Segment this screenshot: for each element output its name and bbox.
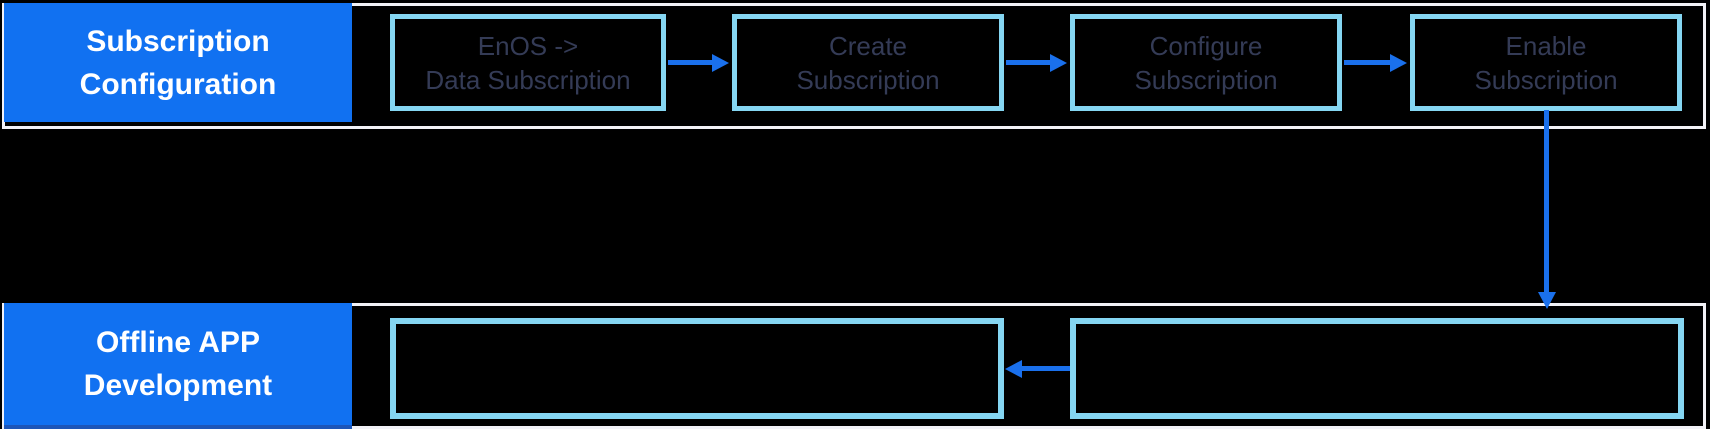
step-label-line2: Subscription — [1474, 64, 1618, 95]
step-enable-subscription: Enable Subscription — [1410, 14, 1682, 111]
step-configure-subscription: Configure Subscription — [1070, 14, 1342, 111]
lane-label-line2: Configuration — [79, 67, 277, 101]
step-label-line1: Enable — [1505, 30, 1587, 61]
lane-label-line1: Offline APP — [96, 326, 260, 359]
arrow-line — [1544, 110, 1549, 294]
arrow-line — [1022, 366, 1070, 371]
step-label-line1: EnOS -> — [477, 30, 579, 61]
step-enos-data-subscription: EnOS -> Data Subscription — [390, 14, 666, 111]
arrow-line — [1344, 60, 1392, 65]
arrow-down-icon — [1538, 292, 1556, 309]
step-offline-app-right-box — [1070, 318, 1684, 419]
step-label-line2: Data Subscription — [425, 64, 631, 95]
step-label-line1: Configure — [1149, 30, 1263, 61]
arrow-right-icon — [1390, 54, 1407, 72]
lane-subscription-configuration — [2, 3, 1706, 129]
arrow-right-icon — [712, 54, 729, 72]
lane-label-offline-app-development: Offline APP Development — [4, 303, 352, 429]
step-label-line1: Create — [828, 30, 908, 61]
step-offline-app-left-box — [390, 318, 1004, 419]
arrow-left-icon — [1005, 360, 1022, 378]
arrow-line — [668, 60, 716, 65]
lane-label-line1: Subscription — [86, 24, 270, 58]
step-label-line2: Subscription — [796, 64, 940, 95]
step-label-line2: Subscription — [1134, 64, 1278, 95]
lane-label-line2: Development — [83, 369, 273, 402]
lane-label-subscription-configuration: Subscription Configuration — [4, 3, 352, 122]
step-create-subscription: Create Subscription — [732, 14, 1004, 111]
lane-offline-app-development — [2, 303, 1706, 429]
arrow-line — [1006, 60, 1054, 65]
arrow-right-icon — [1050, 54, 1067, 72]
